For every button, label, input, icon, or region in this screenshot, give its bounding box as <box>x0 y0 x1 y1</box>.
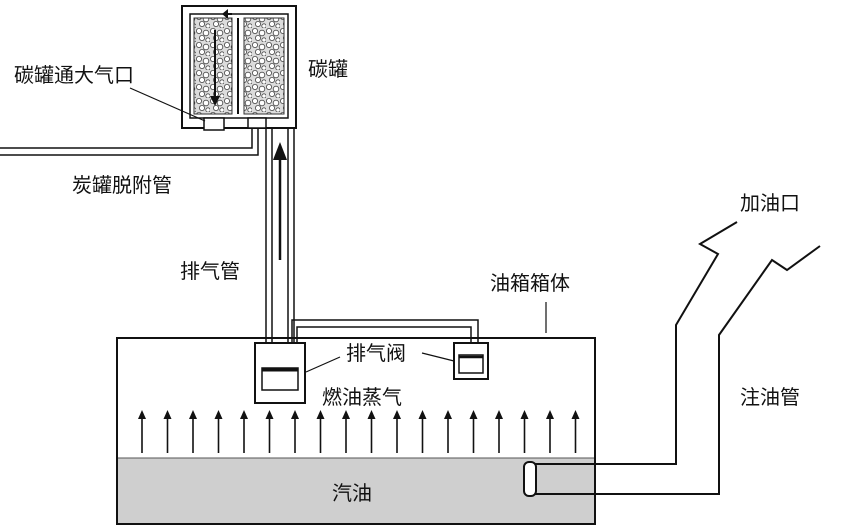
leader-lines <box>129 87 547 373</box>
label-gasoline: 汽油 <box>332 481 372 505</box>
vapor-arrow <box>571 410 580 453</box>
vapor-arrow <box>418 410 427 453</box>
label-purge-pipe: 炭罐脱附管 <box>72 173 172 197</box>
vapor-arrow <box>393 410 401 453</box>
tank-outline <box>116 337 596 525</box>
carbon-canister <box>181 5 297 131</box>
vapor-arrow <box>265 410 274 453</box>
gasoline-fill <box>117 458 595 524</box>
label-vent-pipe: 排气管 <box>180 259 240 283</box>
vapor-arrow <box>444 410 452 453</box>
vapor-arrow <box>469 410 478 453</box>
purge-pipe <box>0 128 259 156</box>
label-vent-valve: 排气阀 <box>346 341 406 365</box>
filler-pipe-end <box>523 461 537 497</box>
label-canister: 碳罐 <box>308 57 348 81</box>
vapor-arrow <box>546 410 554 453</box>
vapor-arrow <box>189 410 197 453</box>
vapor-arrow <box>214 410 223 453</box>
vapor-arrows <box>138 410 580 453</box>
vent-valve-aux <box>453 342 489 380</box>
vent-valve-main <box>254 342 306 404</box>
vent-pipe <box>265 128 295 343</box>
vapor-arrow <box>342 410 350 453</box>
label-fuel-vapor: 燃油蒸气 <box>322 385 402 409</box>
label-filler-pipe: 注油管 <box>740 385 800 409</box>
vapor-arrow <box>138 410 146 453</box>
label-tank-body: 油箱箱体 <box>490 271 570 295</box>
label-canister-vent: 碳罐通大气口 <box>14 63 134 87</box>
vapor-arrow <box>520 410 529 453</box>
filler-pipe <box>530 221 821 495</box>
vent-flow-arrow <box>273 142 287 260</box>
vapor-arrow <box>163 410 172 453</box>
vapor-arrow <box>316 410 325 453</box>
vapor-arrow <box>240 410 248 453</box>
vapor-arrow <box>495 410 503 453</box>
label-fuel-inlet: 加油口 <box>740 191 800 215</box>
valve-link-pipe <box>291 319 479 343</box>
vapor-arrow <box>367 410 376 453</box>
fuel-tank <box>116 337 596 525</box>
vapor-arrow <box>291 410 299 453</box>
